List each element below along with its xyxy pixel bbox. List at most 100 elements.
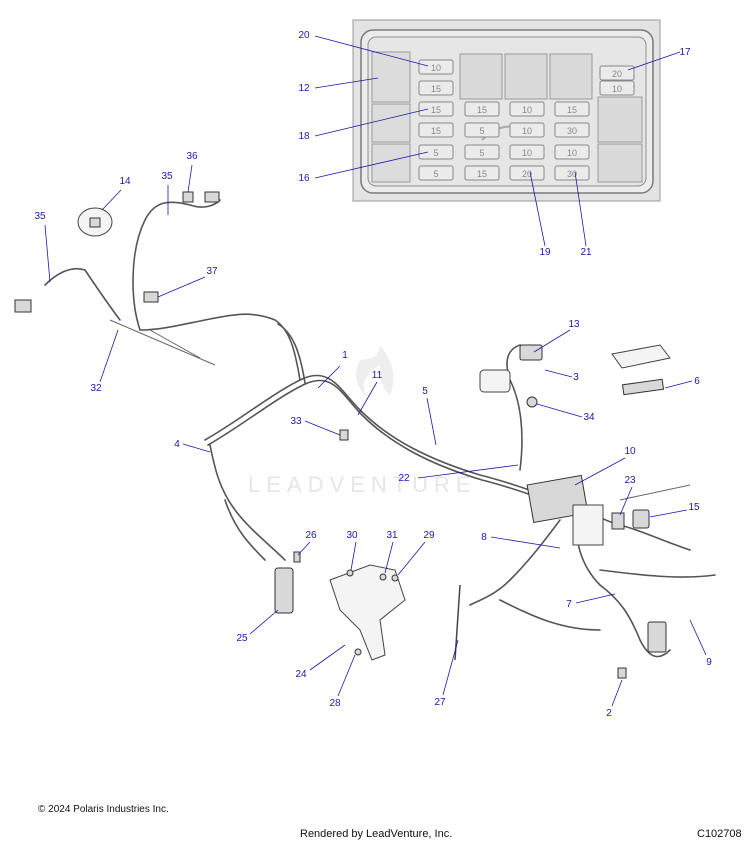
fuse-rating-label: 30 (567, 169, 577, 179)
fuse-slot (509, 165, 545, 181)
callout-leader-line (357, 381, 378, 416)
fuse-rating-label: 5 (479, 126, 484, 136)
fuse-rating-label: 5 (479, 148, 484, 158)
fuse-slot (464, 122, 500, 138)
callout-number[interactable]: 12 (298, 83, 310, 94)
callout-number[interactable]: 31 (386, 530, 398, 541)
callout-number[interactable]: 2 (606, 708, 612, 719)
fuse-slot (418, 165, 454, 181)
callout-number[interactable]: 37 (206, 266, 218, 277)
fuse-rating-label: 20 (522, 169, 532, 179)
callout-number[interactable]: 5 (422, 386, 428, 397)
callout-leader-line (99, 329, 119, 383)
callout-number[interactable]: 36 (186, 151, 198, 162)
fuse-rating-label: 10 (522, 105, 532, 115)
callout-number[interactable]: 8 (481, 532, 487, 543)
fuse-slot (464, 144, 500, 160)
callout-number[interactable]: 7 (566, 599, 572, 610)
fuse-rating-label: 15 (477, 105, 487, 115)
callout-number[interactable]: 21 (580, 247, 592, 258)
callout-number[interactable]: 24 (295, 669, 307, 680)
watermark-logo: LEADVENTURE (248, 345, 471, 497)
callout-leader-line (574, 457, 626, 486)
callout-leader-line (101, 189, 122, 211)
callout-leader-line (314, 77, 379, 89)
callout-number[interactable]: 28 (329, 698, 341, 709)
callout-number[interactable]: 23 (624, 475, 636, 486)
fuse-slot (418, 80, 454, 96)
callout-number[interactable]: 10 (624, 446, 636, 457)
callout-number[interactable]: 20 (298, 30, 310, 41)
callout-leader-line (417, 464, 519, 479)
fuse-rating-label: 10 (522, 126, 532, 136)
diagram-code: C102708 (697, 828, 742, 840)
callout-number[interactable]: 34 (583, 412, 595, 423)
callout-number[interactable]: 15 (688, 502, 700, 513)
callout-leader-line (249, 609, 279, 635)
callout-number[interactable]: 4 (174, 439, 180, 450)
callout-number[interactable]: 27 (434, 697, 446, 708)
fuse-slot (554, 165, 590, 181)
rendered-by-credit: Rendered by LeadVenture, Inc. (300, 828, 453, 840)
callout-leader-line (689, 619, 707, 656)
callout-leader-line (536, 403, 583, 418)
callout-leader-line (574, 171, 587, 247)
callout-leader-line (627, 51, 681, 71)
callout-leader-line (533, 329, 571, 353)
fuse-rating-label: 20 (612, 69, 622, 79)
fuse-slot (418, 122, 454, 138)
fuse-box-inset (352, 19, 661, 202)
fuse-rating-label: 15 (431, 105, 441, 115)
callout-leader-line (442, 639, 459, 696)
callout-leader-line (317, 365, 341, 389)
callout-number[interactable]: 1 (342, 350, 348, 361)
fuse-slot (554, 122, 590, 138)
callout-leader-line (350, 541, 357, 571)
callout-number[interactable]: 29 (423, 530, 435, 541)
callout-leader-line (649, 509, 688, 518)
callout-number[interactable]: 3 (573, 372, 579, 383)
callout-leader-line (297, 541, 311, 556)
fuse-rating-label: 10 (522, 148, 532, 158)
callout-number[interactable]: 32 (90, 383, 102, 394)
callout-leader-line (529, 171, 546, 247)
callout-number[interactable]: 30 (346, 530, 358, 541)
callout-number[interactable]: 35 (34, 211, 46, 222)
callout-leader-line (337, 654, 356, 697)
callout-number[interactable]: 11 (372, 370, 383, 381)
callout-leader-line (314, 151, 429, 179)
callout-leader-line (397, 541, 426, 576)
fuse-slot (509, 122, 545, 138)
callout-number[interactable]: 9 (706, 657, 712, 668)
fuse-slot (554, 101, 590, 117)
callout-leader-line (384, 541, 394, 574)
fuse-slot (554, 144, 590, 160)
fuse-rating-label: 10 (431, 63, 441, 73)
callout-leader-line (619, 486, 633, 516)
callout-number[interactable]: 19 (539, 247, 551, 258)
fuse-slot (599, 65, 635, 81)
callout-leader-line (187, 164, 193, 193)
callout-number[interactable]: 33 (290, 416, 302, 427)
fuse-slot (418, 144, 454, 160)
fuse-rating-label: 30 (567, 126, 577, 136)
callout-number[interactable]: 16 (298, 173, 310, 184)
fuse-slot (418, 59, 454, 75)
callout-number[interactable]: 14 (119, 176, 131, 187)
callout-leader-line (314, 108, 429, 137)
fuse-rating-label: 15 (431, 84, 441, 94)
callout-number[interactable]: 17 (679, 47, 691, 58)
copyright-notice: © 2024 Polaris Industries Inc. (38, 804, 169, 815)
callout-number[interactable]: 35 (161, 171, 173, 182)
callout-number[interactable]: 6 (694, 376, 700, 387)
fuse-slot (509, 101, 545, 117)
callout-number[interactable]: 13 (568, 319, 580, 330)
callout-number[interactable]: 25 (236, 633, 248, 644)
callout-number[interactable]: 26 (305, 530, 317, 541)
callout-leader-line (314, 35, 429, 67)
callout-leader-line (182, 443, 211, 453)
callout-number[interactable]: 18 (298, 131, 310, 142)
callout-number[interactable]: 22 (398, 473, 410, 484)
fuse-rating-label: 5 (433, 148, 438, 158)
